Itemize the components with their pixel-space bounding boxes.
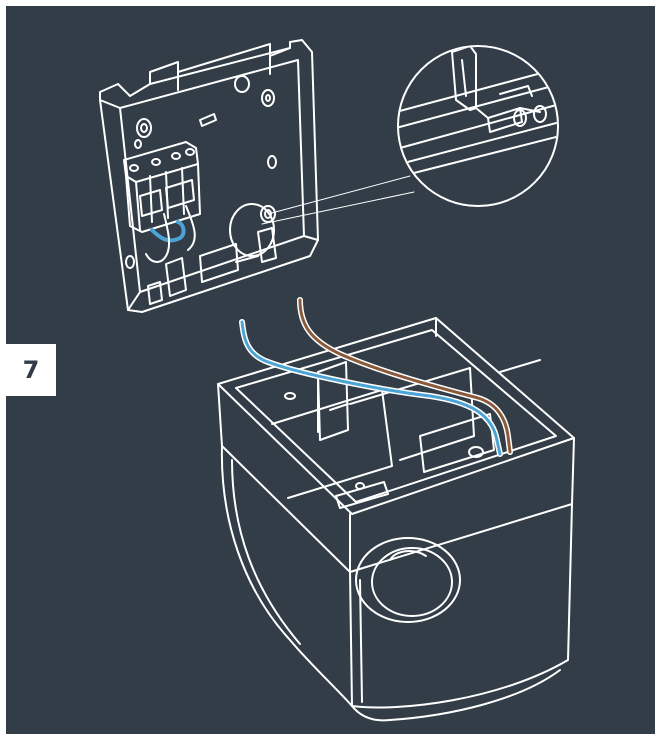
leader-line [261,175,415,225]
terminal-block-icon [123,141,201,233]
blue-wire-icon [150,220,186,243]
wall-plate-icon [99,39,319,313]
step-number: 7 [22,356,40,384]
sensor-housing-icon [217,317,575,722]
blue-wire-icon [240,320,502,456]
brown-wire-icon [298,298,512,454]
plate-wire-outline [145,213,171,263]
step-badge: 7 [6,344,56,396]
illustration-panel [6,6,655,734]
detail-magnifier-icon [397,45,559,207]
plate-wire-outline [185,205,196,251]
